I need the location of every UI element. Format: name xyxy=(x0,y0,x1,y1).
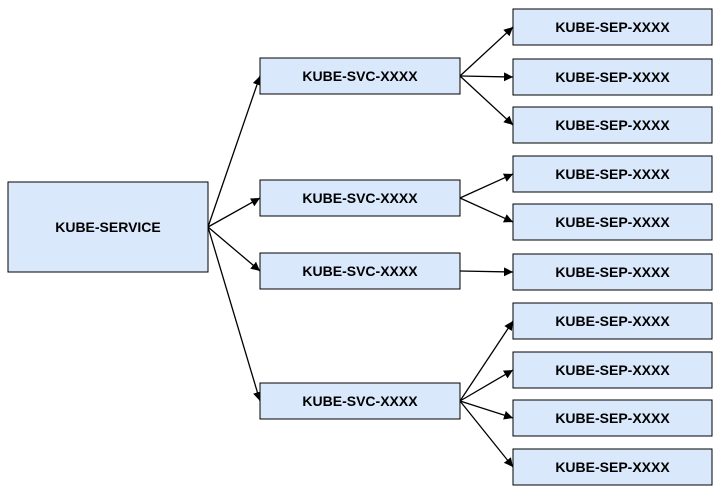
edge-service-1-to-endpoint-1 xyxy=(459,26,514,77)
service-node-4-label: KUBE-SVC-XXXX xyxy=(302,393,418,409)
endpoint-node-1-2: KUBE-SEP-XXXX xyxy=(512,58,713,96)
edge-root-to-service-3 xyxy=(207,226,261,272)
edge-root-to-service-2 xyxy=(207,197,261,228)
service-node-4: KUBE-SVC-XXXX xyxy=(259,382,461,420)
endpoint-node-1-3: KUBE-SEP-XXXX xyxy=(512,106,713,144)
endpoint-node-1-1-box xyxy=(512,8,713,46)
endpoint-node-3-1-label: KUBE-SEP-XXXX xyxy=(555,264,670,280)
endpoint-node-4-1: KUBE-SEP-XXXX xyxy=(512,302,713,340)
endpoint-node-4-4: KUBE-SEP-XXXX xyxy=(512,448,713,486)
service-node-3-label: KUBE-SVC-XXXX xyxy=(302,263,418,279)
endpoint-node-4-4-label: KUBE-SEP-XXXX xyxy=(555,459,670,475)
service-node-3-box xyxy=(259,252,461,290)
edge-root-to-service-1 xyxy=(207,75,262,228)
endpoint-node-2-2-box xyxy=(512,203,713,241)
edges-layer xyxy=(207,26,514,468)
endpoint-node-4-3: KUBE-SEP-XXXX xyxy=(512,399,713,437)
endpoint-node-2-1: KUBE-SEP-XXXX xyxy=(512,155,713,193)
root-node-kube-service: KUBE-SERVICE xyxy=(7,181,209,273)
service-node-4-box xyxy=(259,382,461,420)
service-node-2-box xyxy=(259,179,461,217)
endpoint-node-3-1: KUBE-SEP-XXXX xyxy=(512,253,713,291)
edge-service-1-to-endpoint-3 xyxy=(459,75,514,126)
nodes-layer: KUBE-SERVICE KUBE-SVC-XXXX KUBE-SEP-XXXX KU… xyxy=(7,8,713,486)
endpoint-node-4-3-label: KUBE-SEP-XXXX xyxy=(555,410,670,426)
endpoint-node-1-1-label: KUBE-SEP-XXXX xyxy=(555,19,670,35)
endpoint-node-4-1-label: KUBE-SEP-XXXX xyxy=(555,313,670,329)
edge-service-2-to-endpoint-1 xyxy=(459,173,514,199)
edge-service-2-to-endpoint-2 xyxy=(459,197,514,223)
service-node-2: KUBE-SVC-XXXX xyxy=(259,179,461,217)
endpoint-node-4-3-box xyxy=(512,399,713,437)
endpoint-node-1-2-label: KUBE-SEP-XXXX xyxy=(555,69,670,85)
endpoint-node-4-2-box xyxy=(512,351,713,389)
endpoint-node-4-4-box xyxy=(512,448,713,486)
endpoint-node-1-1: KUBE-SEP-XXXX xyxy=(512,8,713,46)
root-node-kube-service-label: KUBE-SERVICE xyxy=(55,219,161,235)
edge-service-4-to-endpoint-3 xyxy=(459,400,514,420)
endpoint-node-2-1-label: KUBE-SEP-XXXX xyxy=(555,166,670,182)
root-node-kube-service-box xyxy=(7,181,209,273)
endpoint-node-4-2: KUBE-SEP-XXXX xyxy=(512,351,713,389)
endpoint-node-2-2: KUBE-SEP-XXXX xyxy=(512,203,713,241)
edge-service-4-to-endpoint-4 xyxy=(459,400,514,468)
edge-service-4-to-endpoint-2 xyxy=(459,369,514,402)
edge-root-to-service-4 xyxy=(207,226,262,402)
endpoint-node-4-2-label: KUBE-SEP-XXXX xyxy=(555,362,670,378)
service-node-1-label: KUBE-SVC-XXXX xyxy=(302,68,418,84)
edge-service-4-to-endpoint-1 xyxy=(459,320,514,402)
service-node-1: KUBE-SVC-XXXX xyxy=(259,57,461,95)
endpoint-node-2-2-label: KUBE-SEP-XXXX xyxy=(555,214,670,230)
endpoint-node-1-3-label: KUBE-SEP-XXXX xyxy=(555,117,670,133)
edge-service-1-to-endpoint-2 xyxy=(459,72,514,82)
edge-service-3-to-endpoint-1 xyxy=(459,267,514,277)
endpoint-node-2-1-box xyxy=(512,155,713,193)
service-node-2-label: KUBE-SVC-XXXX xyxy=(302,190,418,206)
endpoint-node-1-3-box xyxy=(512,106,713,144)
service-node-3: KUBE-SVC-XXXX xyxy=(259,252,461,290)
endpoint-node-3-1-box xyxy=(512,253,713,291)
endpoint-node-4-1-box xyxy=(512,302,713,340)
service-node-1-box xyxy=(259,57,461,95)
endpoint-node-1-2-box xyxy=(512,58,713,96)
